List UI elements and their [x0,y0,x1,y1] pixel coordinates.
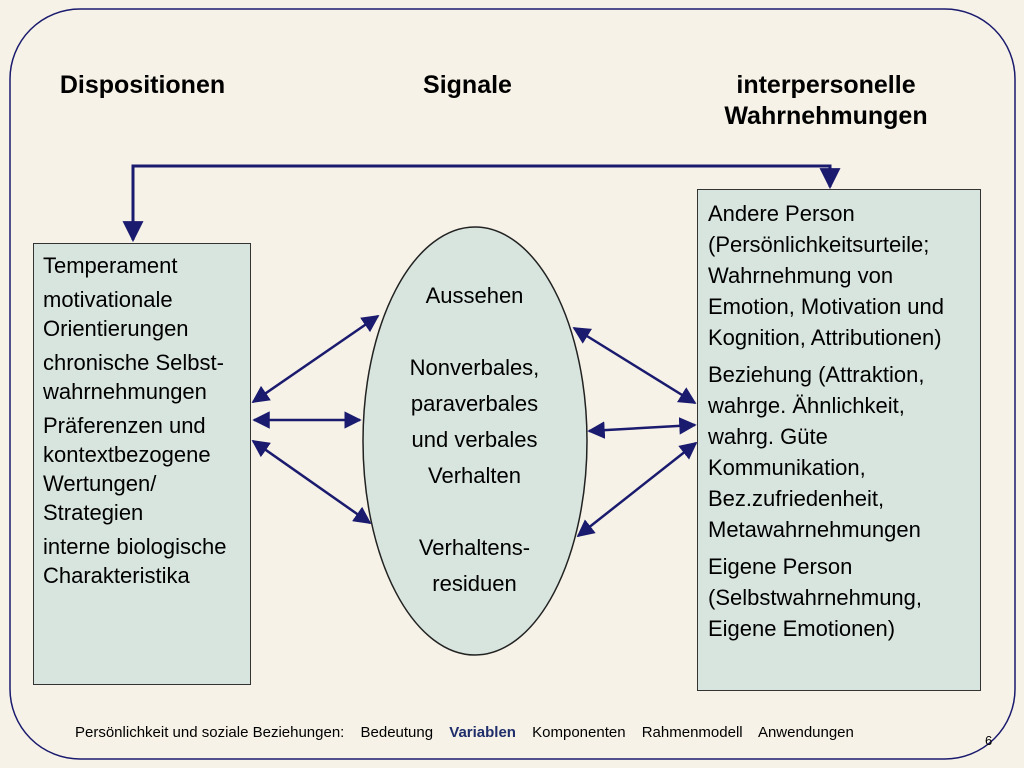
arrow-right-middle [587,417,697,439]
page-number: 6 [985,733,993,748]
heading-perceptions: interpersonelle Wahrnehmungen [690,70,962,132]
heading-perceptions-line2: Wahrnehmungen [724,102,928,130]
signals-text: Aussehen Nonverbales, paraverbales und v… [372,278,577,602]
heading-dispositions: Dispositionen [59,71,226,99]
disposition-motivational: motivationale Orientierungen [43,287,189,341]
feedback-arrow [122,164,841,243]
nav-link-bedeutung[interactable]: Bedeutung [360,724,434,741]
perceptions-box: Andere Person (Persönlichkeitsurteile; W… [697,189,981,691]
heading-signals: Signale [423,71,512,99]
arrow-left-lower [251,439,372,525]
signal-residues-line2: residuen [432,571,517,596]
nav-link-variablen[interactable]: Variablen [449,724,516,741]
signal-behavior-line2: paraverbales [410,391,539,416]
arrow-left-upper [251,314,380,404]
slide-frame [9,8,1016,760]
perception-other-person: Andere Person (Persönlichkeitsurteile; W… [708,201,945,350]
footer-title: Persönlichkeit und soziale Beziehungen: [75,724,345,741]
disposition-biological: interne biologische Charakteristika [43,534,227,588]
disposition-temperament: Temperament [43,253,178,278]
nav-link-komponenten[interactable]: Komponenten [532,724,626,741]
signal-residues-line1: Verhaltens- [418,535,531,560]
signal-behavior-line4: Verhalten [428,463,521,488]
disposition-self-perception: chronische Selbst-wahrnehmungen [43,350,224,404]
signal-appearance: Aussehen [425,283,524,308]
perception-relationship: Beziehung (Attraktion, wahrge. Ähnlichke… [708,362,925,542]
nav-link-anwendungen[interactable]: Anwendungen [757,724,854,741]
nav-link-rahmenmodell[interactable]: Rahmenmodell [641,724,743,741]
footer-nav: Persönlichkeit und soziale Beziehungen: … [75,724,866,741]
arrow-right-lower [576,441,698,538]
signal-behavior-line3: und verbales [411,427,538,452]
heading-perceptions-line1: interpersonelle [736,71,916,99]
disposition-preferences: Präferenzen und kontextbezogene Wertunge… [43,413,211,525]
signal-behavior-line1: Nonverbales, [409,355,540,380]
dispositions-box: Temperament motivationale Orientierungen… [33,243,251,685]
perception-own-person: Eigene Person (Selbstwahrnehmung, Eigene… [708,554,923,641]
arrow-right-upper [572,326,697,405]
